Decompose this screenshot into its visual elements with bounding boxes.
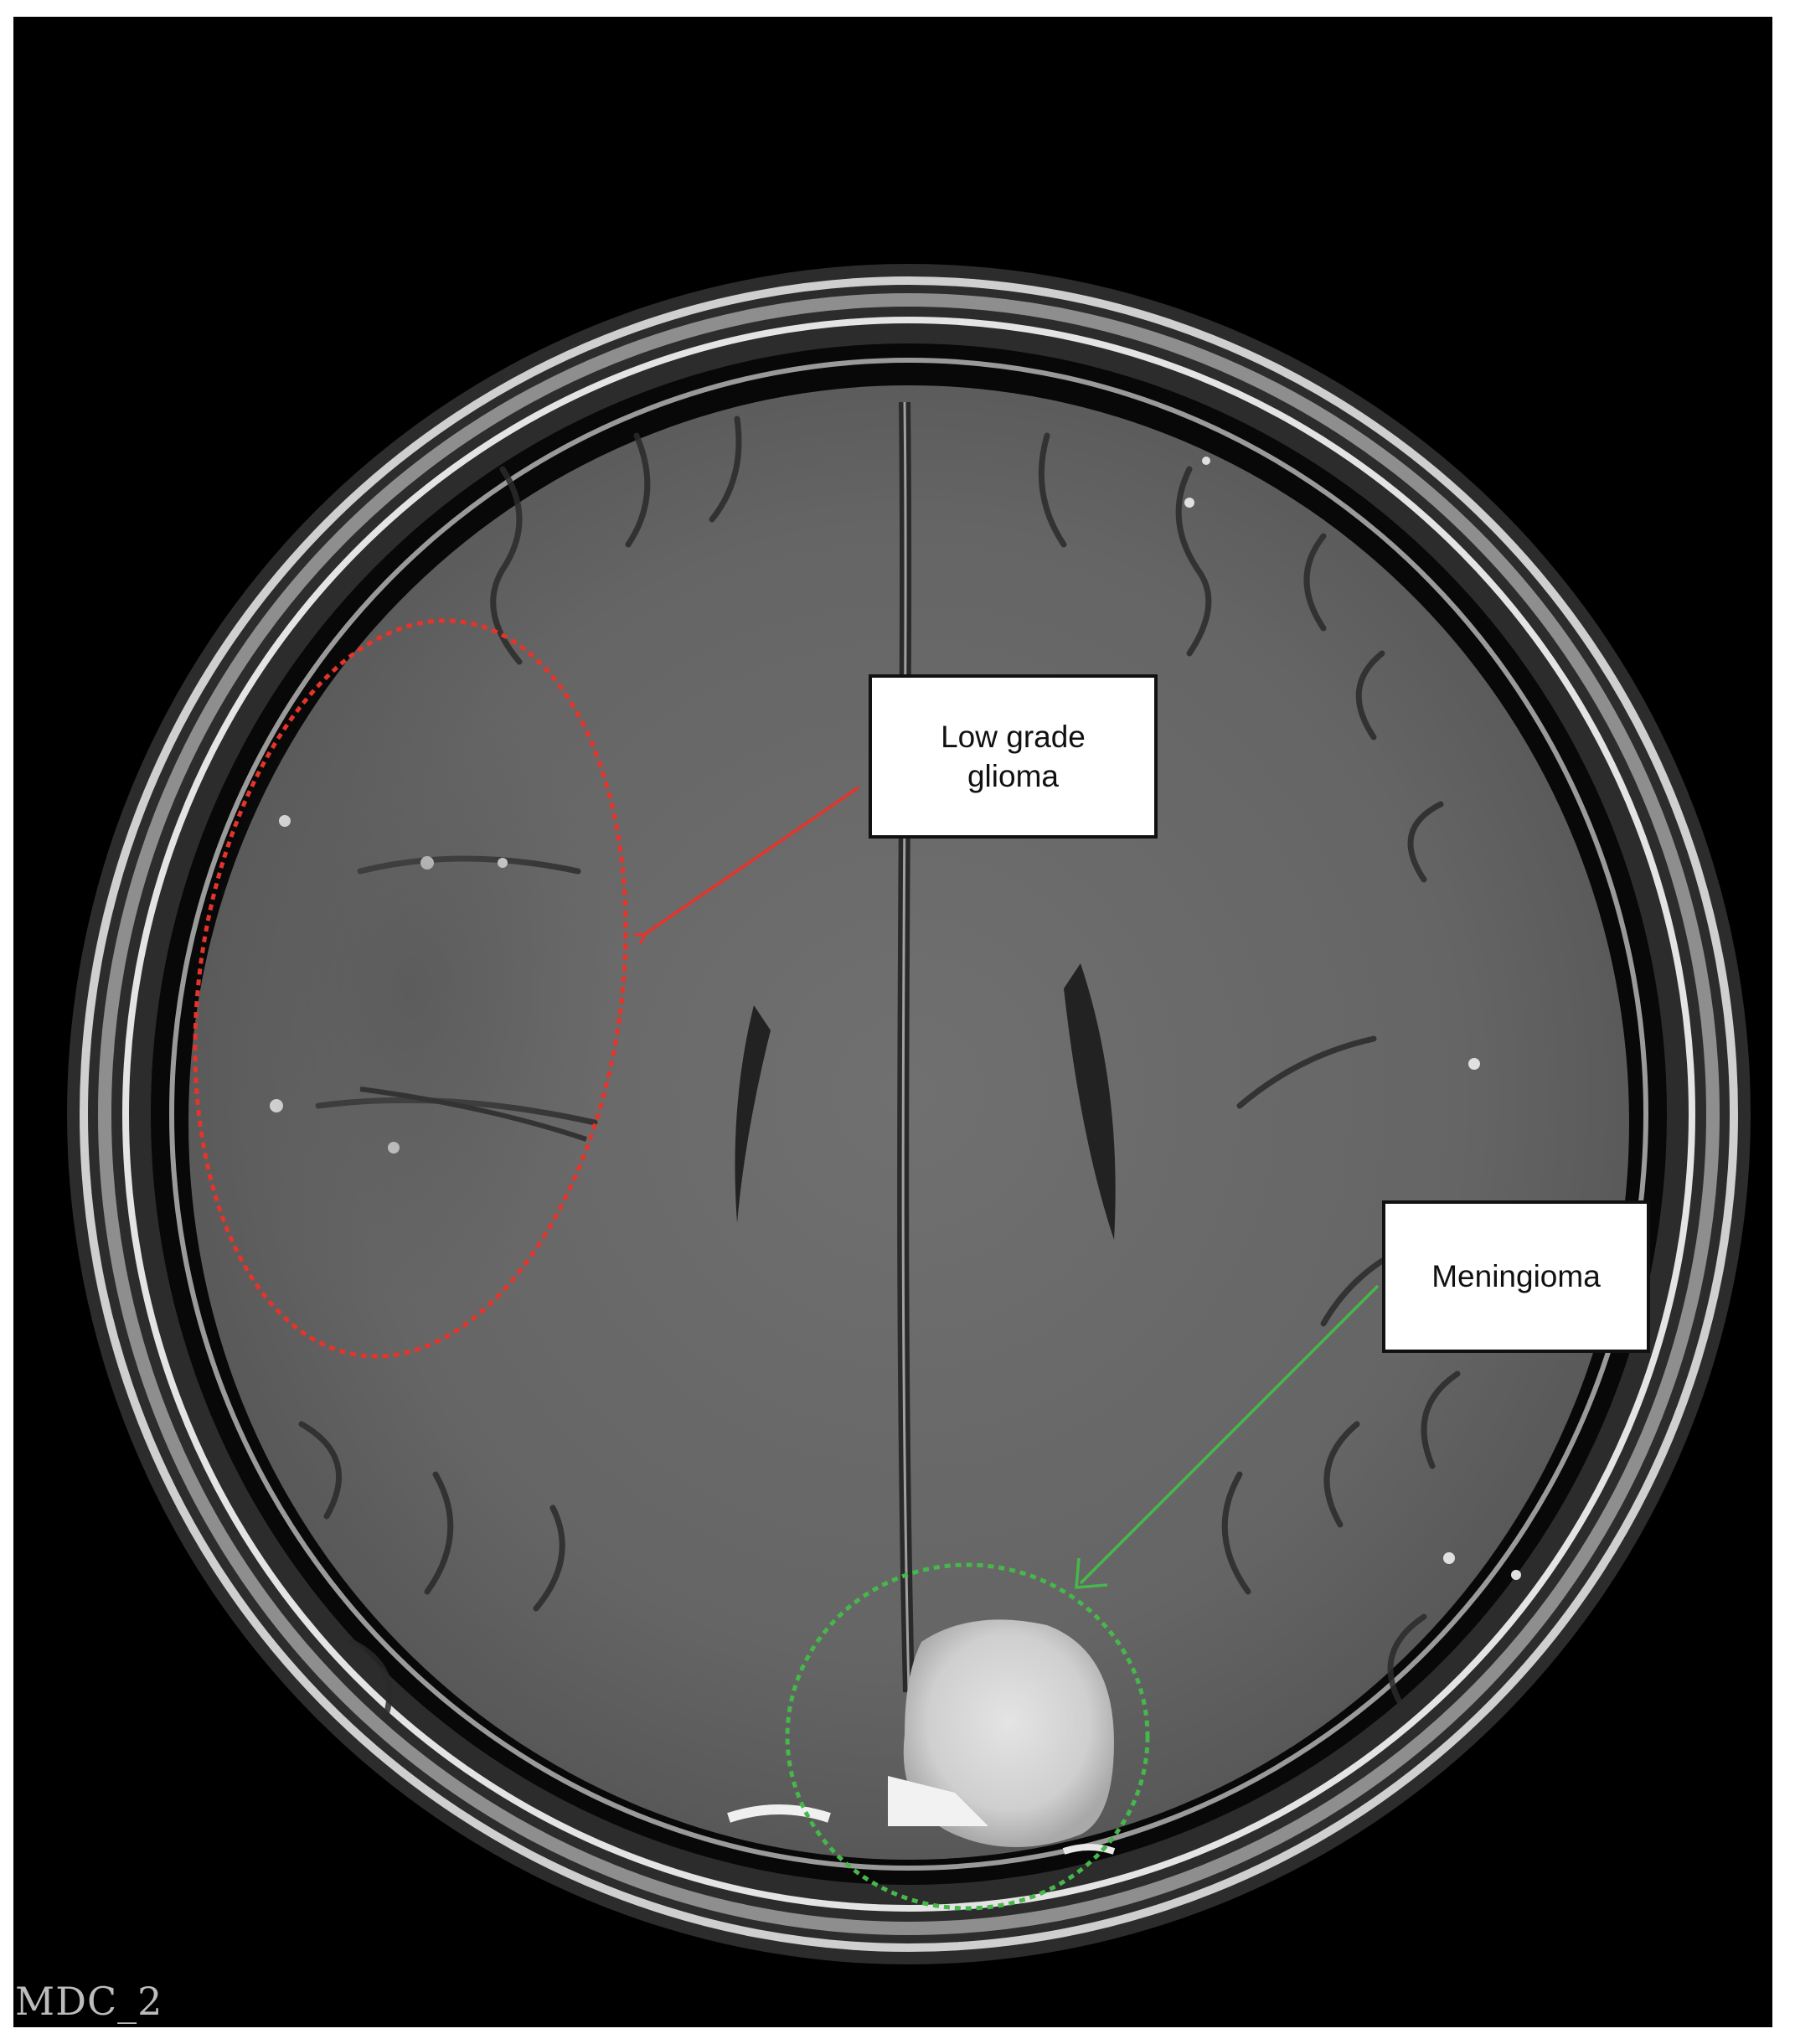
meningioma-outline — [785, 1562, 1150, 1911]
meningioma-label: Meningioma — [1382, 1200, 1650, 1353]
right-ventricle — [1064, 963, 1116, 1240]
meningioma-annotation — [785, 1284, 1380, 1911]
glioma-label: Low grade glioma — [869, 674, 1158, 839]
glioma-annotation — [193, 618, 859, 1359]
meningioma-mass — [903, 1619, 1114, 1847]
left-ventricle — [735, 1005, 771, 1223]
brain — [188, 385, 1629, 1860]
glioma-arrow — [645, 786, 859, 934]
meningioma-arrowhead — [1075, 1557, 1108, 1589]
meningioma-arrow — [1079, 1284, 1380, 1585]
glioma-outline — [193, 618, 628, 1359]
series-label: MDC_2 — [15, 1979, 163, 2024]
